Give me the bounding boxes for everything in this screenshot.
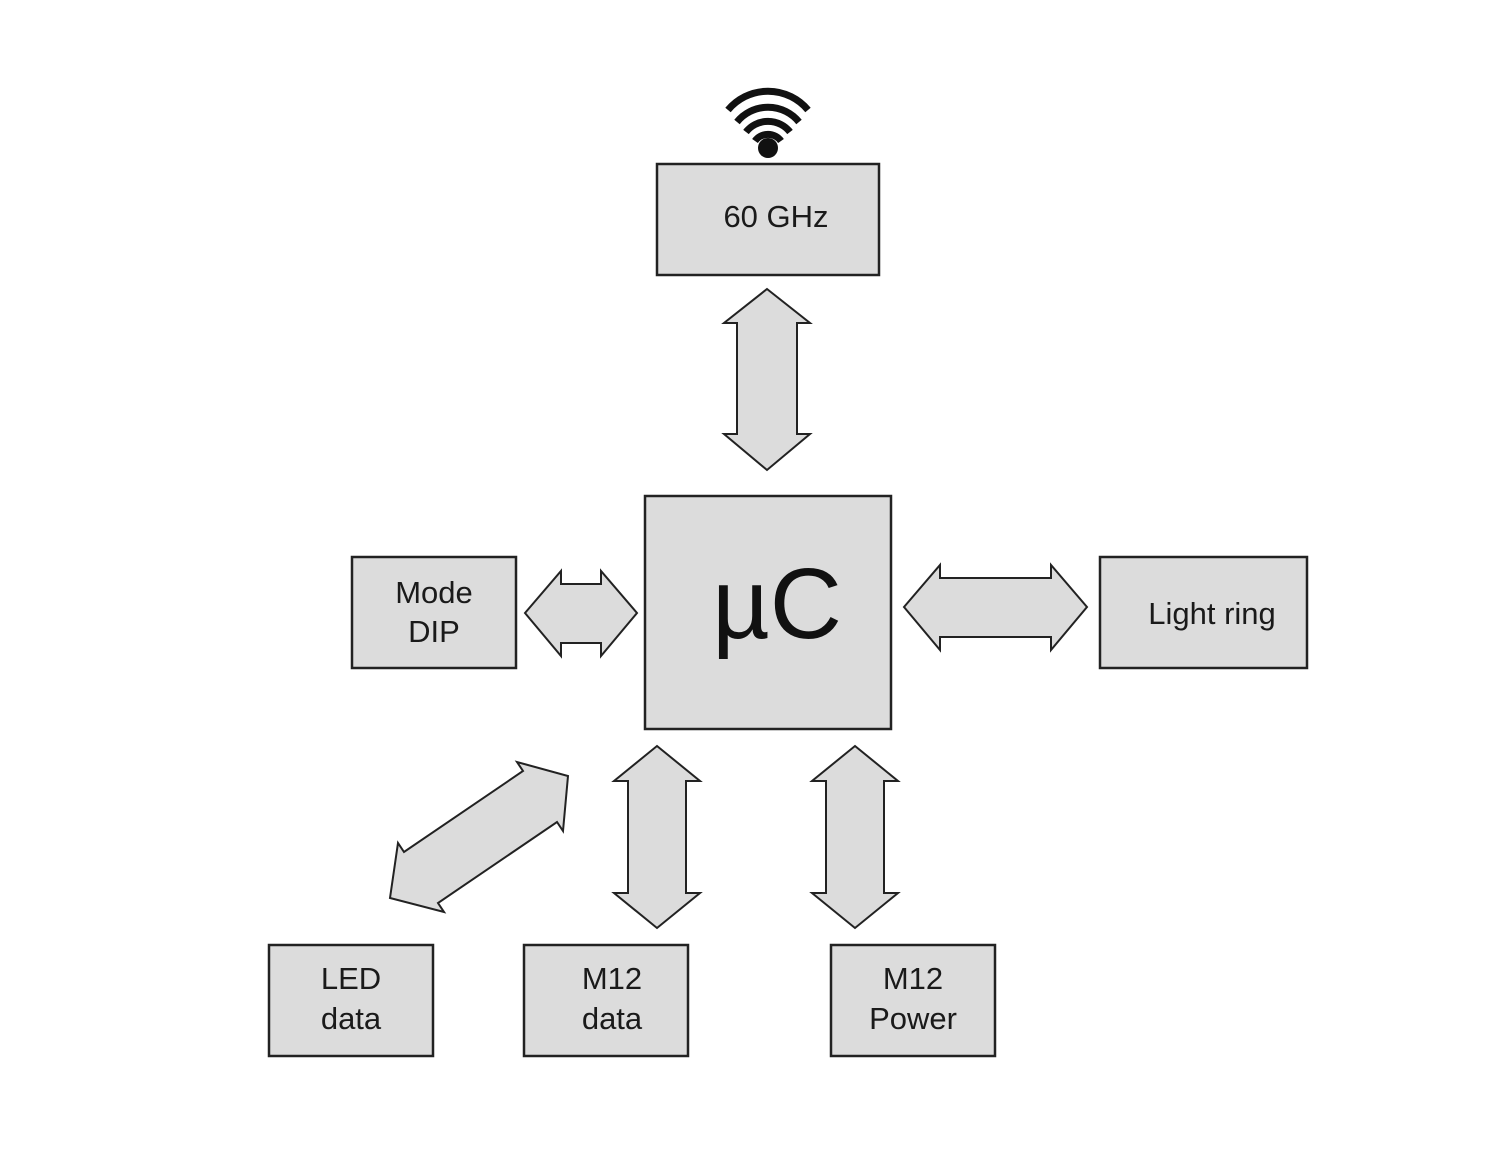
m12-data-label-line2: data: [582, 1001, 643, 1036]
m12-power-label-line2: Power: [869, 1001, 957, 1036]
arrow-modedip-mcu: [523, 568, 639, 659]
radio-60ghz-label: 60 GHz: [723, 199, 828, 234]
led-data-label-line2: data: [321, 1001, 382, 1036]
light-ring-block: Light ring: [1098, 555, 1309, 670]
arrow-leddata-mcu: [388, 760, 570, 914]
light-ring-label: Light ring: [1148, 596, 1276, 631]
arrow-radio-mcu: [721, 287, 813, 472]
led-data-block: LED data: [267, 943, 435, 1058]
microcontroller-block: µC: [643, 494, 893, 731]
arrow-mcu-m12data: [611, 744, 703, 930]
m12-data-block: M12 data: [522, 943, 690, 1058]
wireless-signal-icon: [725, 87, 811, 158]
led-data-label-line1: LED: [321, 961, 381, 996]
microcontroller-label: µC: [712, 548, 842, 660]
m12-power-label-line1: M12: [883, 961, 943, 996]
m12-power-block: M12 Power: [829, 943, 997, 1058]
mode-dip-block: Mode DIP: [350, 555, 518, 670]
m12-data-label-line1: M12: [582, 961, 642, 996]
mode-dip-label-line2: DIP: [408, 614, 460, 649]
radio-60ghz-block: 60 GHz: [655, 162, 881, 277]
arrow-mcu-lightring: [902, 562, 1089, 653]
mode-dip-label-line1: Mode: [395, 575, 473, 610]
arrow-mcu-m12power: [809, 744, 901, 930]
